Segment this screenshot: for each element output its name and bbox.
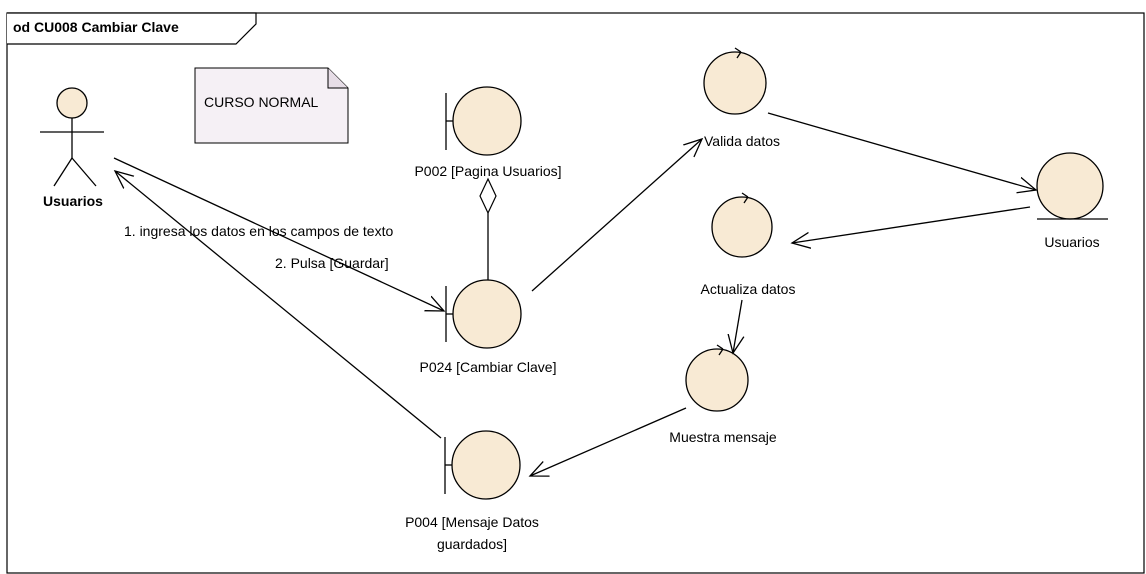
- control-valida-circle: [703, 51, 767, 115]
- actor-head: [56, 87, 88, 119]
- message-2-label: 2. Pulsa [Guardar]: [275, 255, 389, 271]
- connectors: [113, 112, 1036, 476]
- boundary-p002: P002 [Pagina Usuarios]: [414, 86, 562, 179]
- arrow-actor-to-p024: [113, 157, 444, 311]
- control-actualiza-circle: [711, 196, 773, 258]
- control-valida-label: Valida datos: [704, 133, 780, 149]
- aggregation-link: [479, 177, 497, 282]
- boundary-p004: P004 [Mensaje Datos guardados]: [405, 430, 539, 552]
- actor-usuarios: Usuarios: [40, 87, 104, 209]
- diagram-frame: od CU008 Cambiar Clave: [6, 12, 1145, 574]
- boundary-p004-label-1: P004 [Mensaje Datos: [405, 514, 539, 530]
- boundary-p024-circle: [452, 279, 522, 349]
- control-actualiza-datos: Actualiza datos: [701, 192, 796, 297]
- boundary-p002-circle: [452, 86, 522, 156]
- note-text: CURSO NORMAL: [204, 94, 319, 110]
- control-muestra-label: Muestra mensaje: [669, 429, 777, 445]
- boundary-p004-label-2: guardados]: [437, 536, 507, 552]
- arrow-p004-to-actor: [115, 171, 442, 439]
- actor-label: Usuarios: [43, 193, 103, 209]
- arrow-muestra-to-p004: [530, 407, 687, 476]
- frame-title: od CU008 Cambiar Clave: [13, 19, 179, 35]
- boundary-p004-circle: [451, 430, 521, 500]
- control-muestra-mensaje: Muestra mensaje: [669, 344, 777, 445]
- control-actualiza-label: Actualiza datos: [701, 281, 796, 297]
- arrow-valida-to-entity: [767, 112, 1036, 190]
- note: CURSO NORMAL: [194, 67, 349, 144]
- arrow-entity-to-actualiza: [792, 206, 1031, 243]
- boundary-p024: P024 [Cambiar Clave]: [420, 279, 557, 375]
- arrow-actualiza-to-muestra: [733, 299, 742, 353]
- control-muestra-circle: [685, 348, 749, 412]
- boundary-p024-label: P024 [Cambiar Clave]: [420, 359, 557, 375]
- boundary-p002-label: P002 [Pagina Usuarios]: [414, 163, 561, 179]
- entity-label: Usuarios: [1044, 234, 1099, 250]
- message-1-label: 1. ingresa los datos en los campos de te…: [124, 223, 393, 239]
- entity-circle: [1036, 152, 1104, 220]
- entity-usuarios: Usuarios: [1036, 152, 1108, 250]
- arrow-p024-to-valida: [531, 139, 702, 292]
- control-valida-datos: Valida datos: [703, 47, 780, 149]
